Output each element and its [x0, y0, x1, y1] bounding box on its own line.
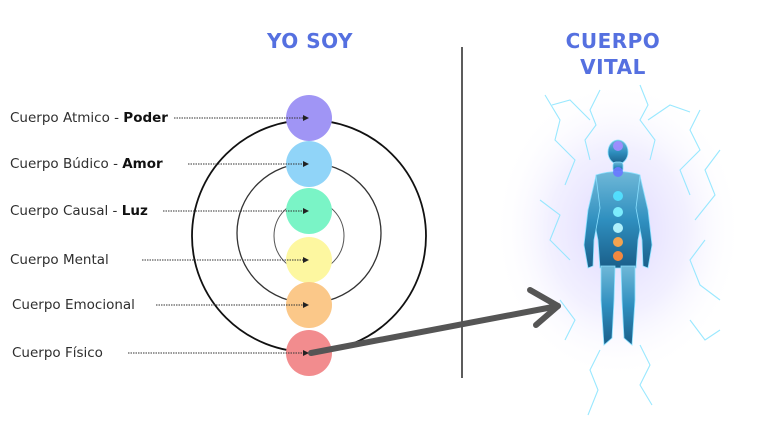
- energy-body-figure: [493, 80, 743, 416]
- circle-atmico: [286, 95, 332, 141]
- title-line-1: CUERPO: [565, 29, 661, 53]
- title-line-2: VITAL: [580, 55, 646, 79]
- label-emocional: Cuerpo Emocional: [12, 297, 135, 313]
- label-causal: Cuerpo Causal - Luz: [10, 203, 148, 219]
- circle-causal: [286, 188, 332, 234]
- lightning-icon: [539, 84, 721, 416]
- label-budico: Cuerpo Búdico - Amor: [10, 156, 163, 172]
- label-atmico: Cuerpo Atmico - Poder: [10, 110, 168, 126]
- arrow-to-vital-body: [308, 287, 561, 356]
- circle-mental: [286, 237, 332, 283]
- chakra-point-icon: [613, 141, 623, 151]
- chakra-point-icon: [613, 167, 623, 177]
- circle-emocional: [286, 282, 332, 328]
- chakra-point-icon: [613, 207, 623, 217]
- chakra-point-icon: [613, 237, 623, 247]
- title-yo-soy: YO SOY: [267, 29, 353, 53]
- label-mental: Cuerpo Mental: [10, 252, 109, 268]
- chakra-point-icon: [613, 223, 623, 233]
- body-circles: [128, 95, 332, 376]
- title-cuerpo-vital: CUERPO VITAL: [528, 28, 698, 80]
- chakra-point-icon: [613, 191, 623, 201]
- circle-budico: [286, 141, 332, 187]
- label-fisico: Cuerpo Físico: [12, 345, 103, 361]
- chakra-point-icon: [613, 251, 623, 261]
